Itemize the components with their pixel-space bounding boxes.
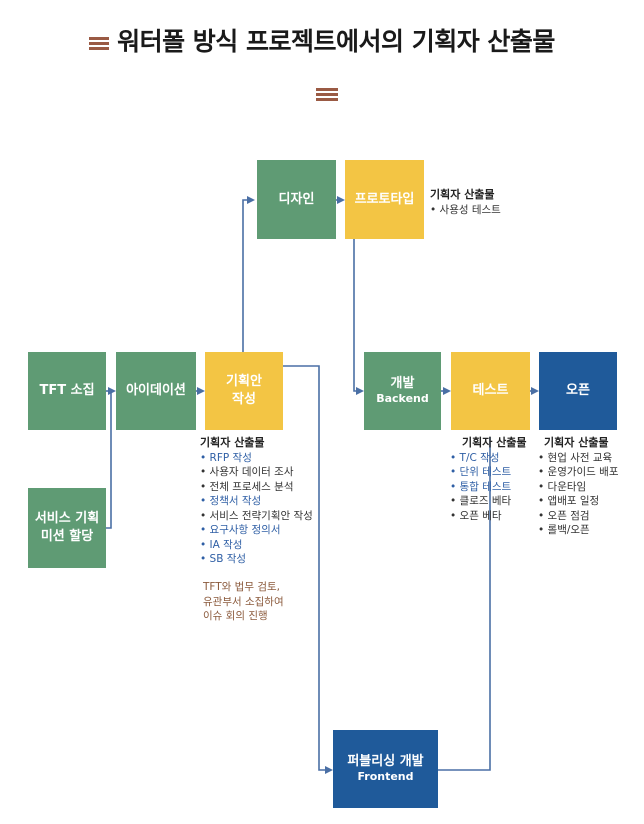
open-label: 오픈	[566, 383, 590, 399]
arrow-mission-ideation	[106, 391, 112, 529]
note-item: • SB 작성	[200, 553, 247, 565]
planning-notes: 기획자 산출물 • RFP 작성 • 사용자 데이터 조사 • 전체 프로세스 …	[200, 436, 313, 567]
dev-box: 개발 Backend	[364, 352, 441, 430]
arrow-planning-publishing	[283, 365, 333, 774]
planning-label-2: 작성	[232, 392, 256, 407]
note-item: • 사용성 테스트	[430, 203, 501, 216]
arrow-ideation-design	[242, 196, 255, 352]
planning-box: 기획안 작성	[205, 352, 283, 430]
note-item: • 전체 프로세스 분석	[200, 480, 294, 493]
prototype-notes: 기획자 산출물 • 사용성 테스트	[430, 188, 501, 217]
arrow-prototype-dev	[353, 239, 364, 395]
note-item: • 요구사항 정의서	[200, 524, 281, 536]
notes-heading: 기획자 산출물	[430, 188, 495, 201]
note-item: • 단위 테스트	[450, 466, 512, 478]
open-notes: 기획자 산출물 • 현업 사전 교육 • 운영가이드 배포 • 다운타임 • 앱…	[538, 436, 619, 538]
arrow-publishing-test	[438, 437, 491, 771]
note-item: • 현업 사전 교육	[538, 451, 613, 464]
note-item: • 앱배포 일정	[538, 495, 600, 507]
planning-extra-notes: TFT와 법무 검토, 유관부서 소집하여 이슈 회의 진행	[203, 580, 284, 624]
mission-label-2: 미션 할당	[40, 529, 94, 544]
dev-label-1: 개발	[390, 375, 415, 391]
tft-label: TFT 소집	[39, 383, 95, 399]
tft-box: TFT 소집	[28, 352, 106, 430]
extra-note-line: TFT와 법무 검토,	[203, 581, 280, 593]
publishing-label-1: 퍼블리싱 개발	[347, 753, 424, 769]
design-label: 디자인	[278, 191, 315, 207]
notes-heading: 기획자 산출물	[200, 436, 265, 449]
note-item: • RFP 작성	[200, 451, 252, 464]
triple-bar-icon	[316, 86, 338, 103]
page-title: 워터폴 방식 프로젝트에서의 기획자 산출물	[0, 22, 644, 58]
test-notes: 기획자 산출물 • T/C 작성 • 단위 테스트 • 통합 테스트 • 클로즈…	[450, 436, 527, 523]
notes-heading: 기획자 산출물	[544, 436, 609, 449]
mission-label-1: 서비스 기획	[34, 511, 100, 527]
notes-heading: 기획자 산출물	[462, 436, 527, 449]
note-item: • 운영가이드 배포	[538, 466, 619, 478]
planning-label-1: 기획안	[226, 374, 262, 390]
note-item: • 롤백/오픈	[538, 524, 590, 536]
publishing-box: 퍼블리싱 개발 Frontend	[333, 730, 438, 808]
extra-note-line: 이슈 회의 진행	[203, 610, 268, 622]
page-title-text: 워터폴 방식 프로젝트에서의 기획자 산출물	[117, 27, 555, 56]
note-item: • 클로즈 베타	[450, 495, 512, 507]
note-item: • 오픈 베타	[450, 509, 502, 522]
dev-label-2: Backend	[376, 392, 429, 406]
note-item: • 통합 테스트	[450, 480, 512, 493]
test-label: 테스트	[472, 383, 509, 399]
publishing-label-2: Frontend	[357, 770, 414, 784]
prototype-box: 프로토타입	[345, 160, 424, 239]
note-item: • IA 작성	[200, 538, 243, 551]
note-item: • T/C 작성	[450, 451, 500, 464]
open-box: 오픈	[539, 352, 617, 430]
ideation-box: 아이데이션	[116, 352, 196, 430]
note-item: • 서비스 전략기획안 작성	[200, 509, 313, 522]
note-item: • 다운타임	[538, 480, 587, 493]
design-box: 디자인	[257, 160, 336, 239]
ideation-label: 아이데이션	[126, 383, 186, 399]
note-item: • 정책서 작성	[200, 495, 262, 507]
extra-note-line: 유관부서 소집하여	[203, 595, 284, 608]
note-item: • 오픈 점검	[538, 509, 590, 522]
prototype-label: 프로토타입	[354, 191, 415, 207]
test-box: 테스트	[451, 352, 530, 430]
triple-bar-icon	[89, 35, 110, 52]
mission-box: 서비스 기획 미션 할당	[28, 488, 106, 568]
note-item: • 사용자 데이터 조사	[200, 466, 294, 478]
